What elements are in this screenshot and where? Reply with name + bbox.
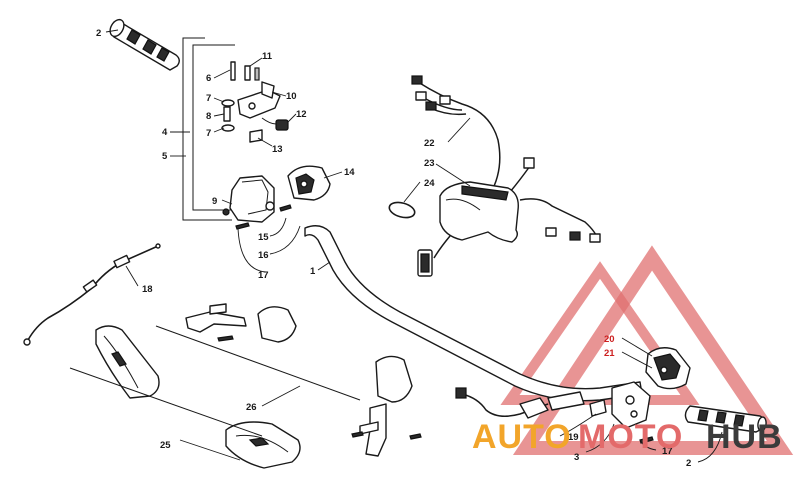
guard-bracket-lower [351, 355, 422, 457]
heater-wire-right [455, 387, 607, 419]
callout-2-right: 2 [686, 458, 691, 469]
callout-8: 8 [206, 111, 211, 122]
callout-3: 3 [574, 452, 579, 463]
callout-20: 20 [604, 334, 615, 345]
throttle-cable [23, 243, 161, 346]
callout-4: 4 [162, 127, 168, 138]
callout-19: 19 [568, 432, 579, 443]
callout-12: 12 [296, 109, 307, 120]
small-bracket [249, 129, 263, 143]
callout-11: 11 [262, 51, 273, 62]
callout-7-upper: 7 [206, 93, 211, 104]
brake-switch-module [645, 347, 691, 390]
watermark-moto: MOTO [578, 418, 683, 456]
callout-6: 6 [206, 73, 211, 84]
callout-10: 10 [286, 91, 297, 102]
screws-left [235, 204, 292, 230]
callout-9: 9 [212, 196, 217, 207]
callout-2-left: 2 [96, 28, 101, 39]
callout-26: 26 [246, 402, 257, 413]
clip-ring [388, 201, 416, 219]
switch-housing-right [611, 381, 654, 444]
callout-23: 23 [424, 158, 435, 169]
heater-module [417, 181, 519, 277]
callout-1: 1 [310, 266, 316, 277]
control-switch [287, 165, 331, 201]
guard-bracket-upper [185, 303, 297, 343]
callout-24: 24 [424, 178, 435, 189]
handguard-lower [225, 421, 301, 469]
callout-17-right: 17 [662, 446, 673, 457]
callout-15: 15 [258, 232, 269, 243]
callout-14: 14 [344, 167, 355, 178]
wiring-harness [411, 75, 601, 243]
callout-17-left: 17 [258, 270, 269, 281]
callout-16: 16 [258, 250, 269, 261]
callout-18: 18 [142, 284, 153, 295]
callout-21: 21 [604, 348, 615, 359]
callout-22: 22 [424, 138, 435, 149]
pins [221, 61, 260, 132]
handlebar [304, 225, 643, 402]
throttle-lever [237, 81, 281, 119]
group-lines-guards [69, 325, 361, 437]
handguard-upper [95, 325, 160, 399]
callouts: 2 4 5 6 7 8 7 11 10 12 13 14 9 15 16 17 … [96, 28, 691, 469]
throttle-sensor [261, 117, 289, 131]
group-bracket [182, 37, 240, 221]
switch-housing-left [222, 175, 275, 223]
callout-13: 13 [272, 144, 283, 155]
grip-left [109, 18, 180, 71]
watermark-hub: HUB [706, 418, 783, 456]
callout-5: 5 [162, 151, 168, 162]
watermark-auto: AUTO [472, 418, 572, 456]
callout-25: 25 [160, 440, 171, 451]
watermark-text: AUTO MOTO HUB [472, 418, 783, 456]
callout-7-lower: 7 [206, 128, 211, 139]
grip-right [684, 405, 767, 433]
leader-lines [105, 29, 723, 463]
